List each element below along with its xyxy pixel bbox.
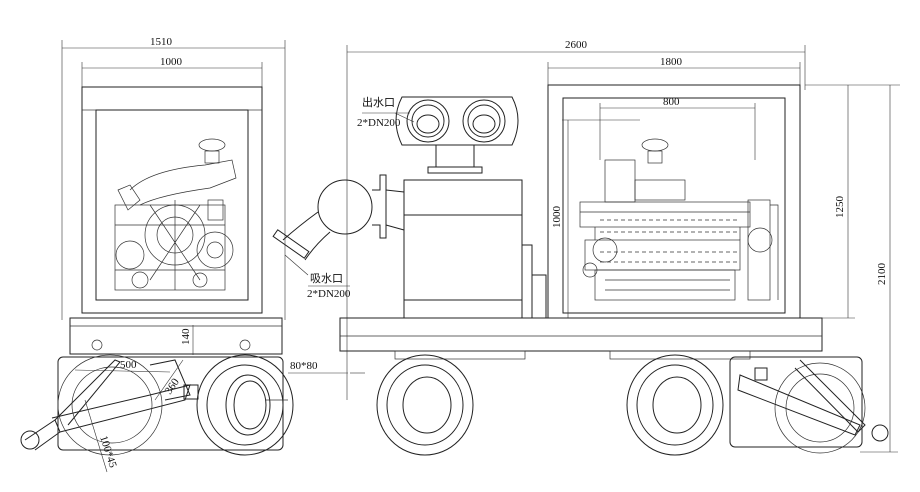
dim-1510: 1510 — [61, 36, 286, 320]
dim-label-80x80: 80*80 — [290, 360, 318, 372]
outlet-manifold — [395, 96, 519, 174]
dim-1000-top: 1000 — [81, 56, 263, 88]
dim-label-100x45: 100*45 — [97, 434, 119, 470]
dim-label-800: 800 — [663, 96, 680, 108]
dim-label-1000-vertical: 1000 — [551, 206, 563, 229]
dim-1800: 1800 — [547, 56, 801, 85]
dim-label-140: 140 — [180, 328, 192, 345]
side-view: 2600 1800 出水口 2*DN200 — [272, 39, 900, 456]
dim-label-360: 360 — [163, 376, 183, 397]
inlet-label: 吸水口 — [310, 272, 343, 285]
side-wheel-front — [376, 354, 474, 456]
dim-label-1510: 1510 — [150, 36, 173, 48]
dim-label-500: 500 — [120, 359, 137, 371]
side-drawbar — [737, 359, 889, 442]
dim-label-2100: 2100 — [876, 263, 888, 286]
dim-label-1250: 1250 — [834, 196, 846, 219]
dim-2600: 2600 — [346, 39, 806, 400]
outlet-size-label: 2*DN200 — [357, 117, 401, 129]
end-wheel-right — [196, 354, 294, 456]
side-wheel-rear — [626, 354, 724, 456]
side-chassis — [339, 317, 823, 352]
end-wheel-left — [57, 354, 163, 456]
end-base-beam — [69, 317, 283, 355]
engine-end-view — [114, 138, 237, 291]
dim-label-1800: 1800 — [660, 56, 683, 68]
dim-label-1000: 1000 — [160, 56, 183, 68]
outlet-label: 出水口 — [362, 95, 395, 109]
engine-side-view — [579, 138, 779, 301]
end-view: 1510 1000 — [20, 36, 365, 473]
inlet-size-label: 2*DN200 — [307, 288, 351, 300]
dim-label-2600: 2600 — [565, 39, 588, 51]
end-drawbar — [20, 359, 199, 451]
end-frame — [81, 86, 263, 314]
